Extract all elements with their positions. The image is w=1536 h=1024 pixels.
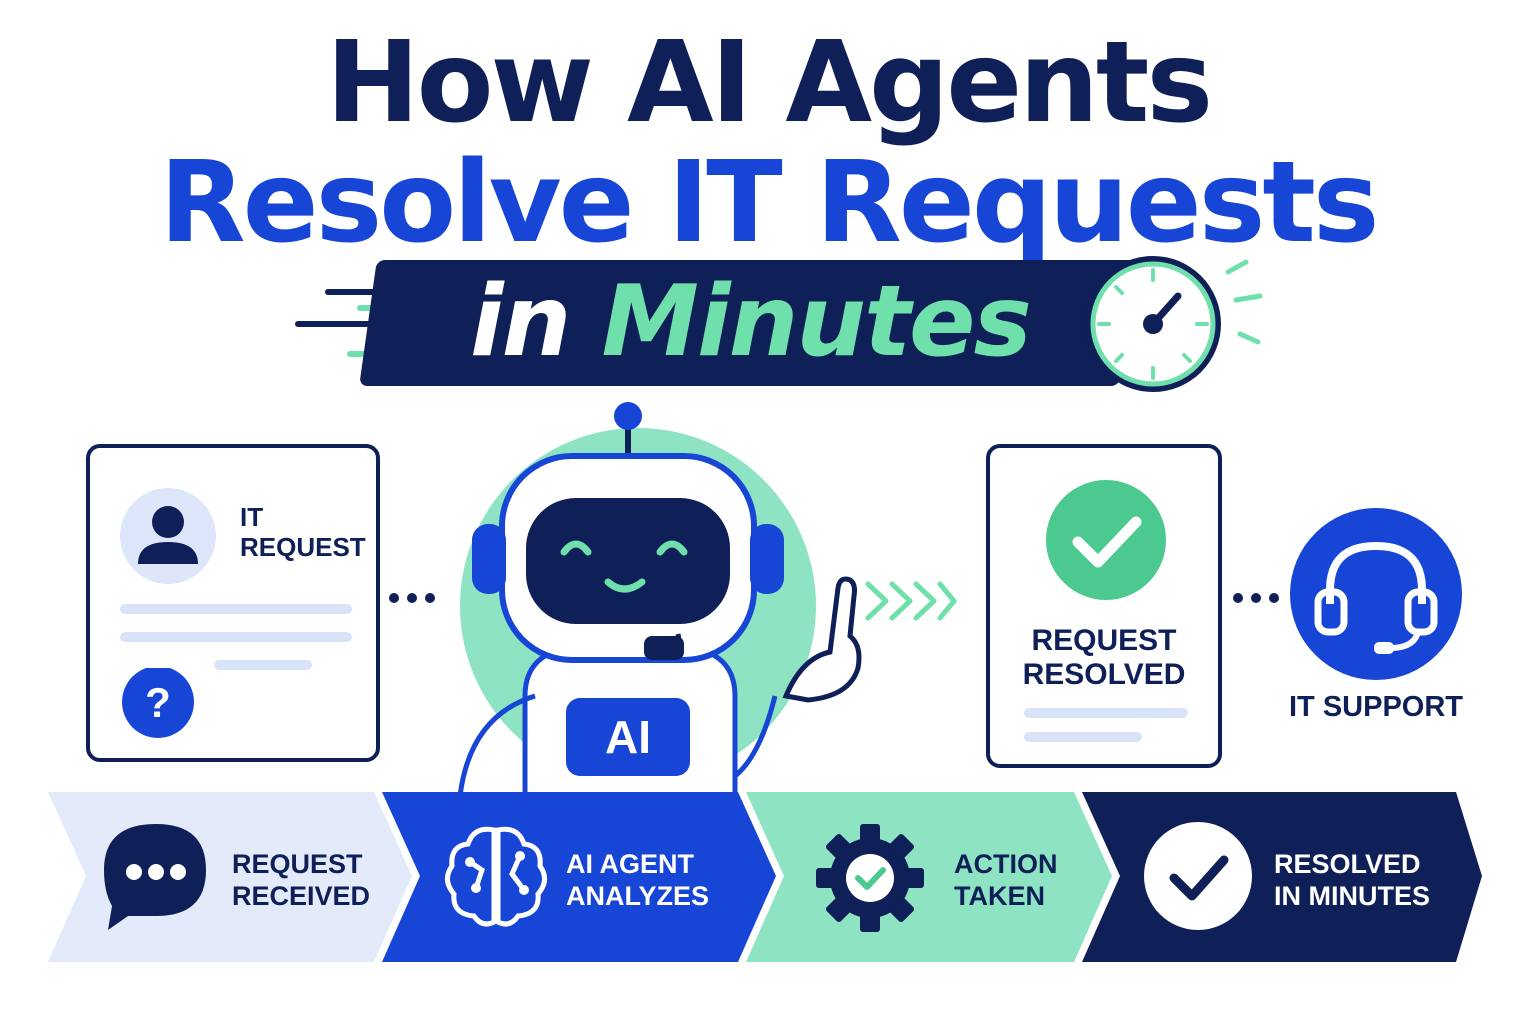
step-2-line-2: ANALYZES xyxy=(566,881,710,911)
text-line xyxy=(1024,708,1188,718)
ai-badge: AI xyxy=(605,711,651,763)
headset-icon xyxy=(1290,508,1462,680)
title-line-1: How AI Agents xyxy=(325,18,1213,148)
step-2-line-1: AI AGENT xyxy=(566,849,694,879)
it-support-label: IT SUPPORT xyxy=(1288,691,1463,723)
step-4-line-2: IN MINUTES xyxy=(1274,881,1431,911)
text-line xyxy=(120,604,352,614)
it-request-card: IT REQUEST ? xyxy=(86,444,380,762)
dots-connector xyxy=(389,593,435,603)
text-line xyxy=(120,632,352,642)
brain-icon xyxy=(445,826,547,927)
step-3-text: ACTION TAKEN xyxy=(954,848,1058,912)
text-line xyxy=(1024,732,1142,742)
banner-minutes: Minutes xyxy=(601,265,1031,379)
request-label-line-1: IT xyxy=(240,502,264,532)
banner-in: in xyxy=(470,265,571,379)
step-2-text: AI AGENT ANALYZES xyxy=(566,848,709,912)
stopwatch-icon xyxy=(1085,256,1263,392)
resolved-label: REQUEST RESOLVED xyxy=(990,624,1218,692)
step-1-text: REQUEST RECEIVED xyxy=(232,848,370,912)
step-3-line-1: ACTION xyxy=(954,849,1058,879)
step-1-line-2: RECEIVED xyxy=(232,881,371,911)
chat-bubble-icon xyxy=(104,824,206,930)
svg-text:?: ? xyxy=(145,679,171,726)
robot-mascot xyxy=(457,402,862,796)
dots-connector xyxy=(1233,593,1279,603)
text-line xyxy=(214,660,312,670)
step-1-line-1: REQUEST xyxy=(232,849,363,879)
step-3-line-2: TAKEN xyxy=(954,881,1045,911)
step-4-text: RESOLVED IN MINUTES xyxy=(1274,848,1430,912)
request-resolved-card: REQUEST RESOLVED xyxy=(986,444,1222,768)
gear-check-icon xyxy=(816,824,924,932)
step-4-line-1: RESOLVED xyxy=(1274,849,1421,879)
question-icon: ? xyxy=(122,668,194,738)
arrow-chevrons xyxy=(865,581,957,621)
minutes-banner-text: in Minutes xyxy=(470,262,1090,382)
user-icon xyxy=(120,488,216,584)
request-label-line-2: REQUEST xyxy=(240,532,366,562)
title-line-2: Resolve IT Requests xyxy=(159,138,1379,268)
resolved-label-line-2: RESOLVED xyxy=(1022,658,1186,691)
check-circle-icon xyxy=(1144,822,1252,930)
check-icon xyxy=(1046,480,1166,600)
resolved-label-line-1: REQUEST xyxy=(1031,624,1177,657)
request-label: IT REQUEST xyxy=(240,502,366,562)
